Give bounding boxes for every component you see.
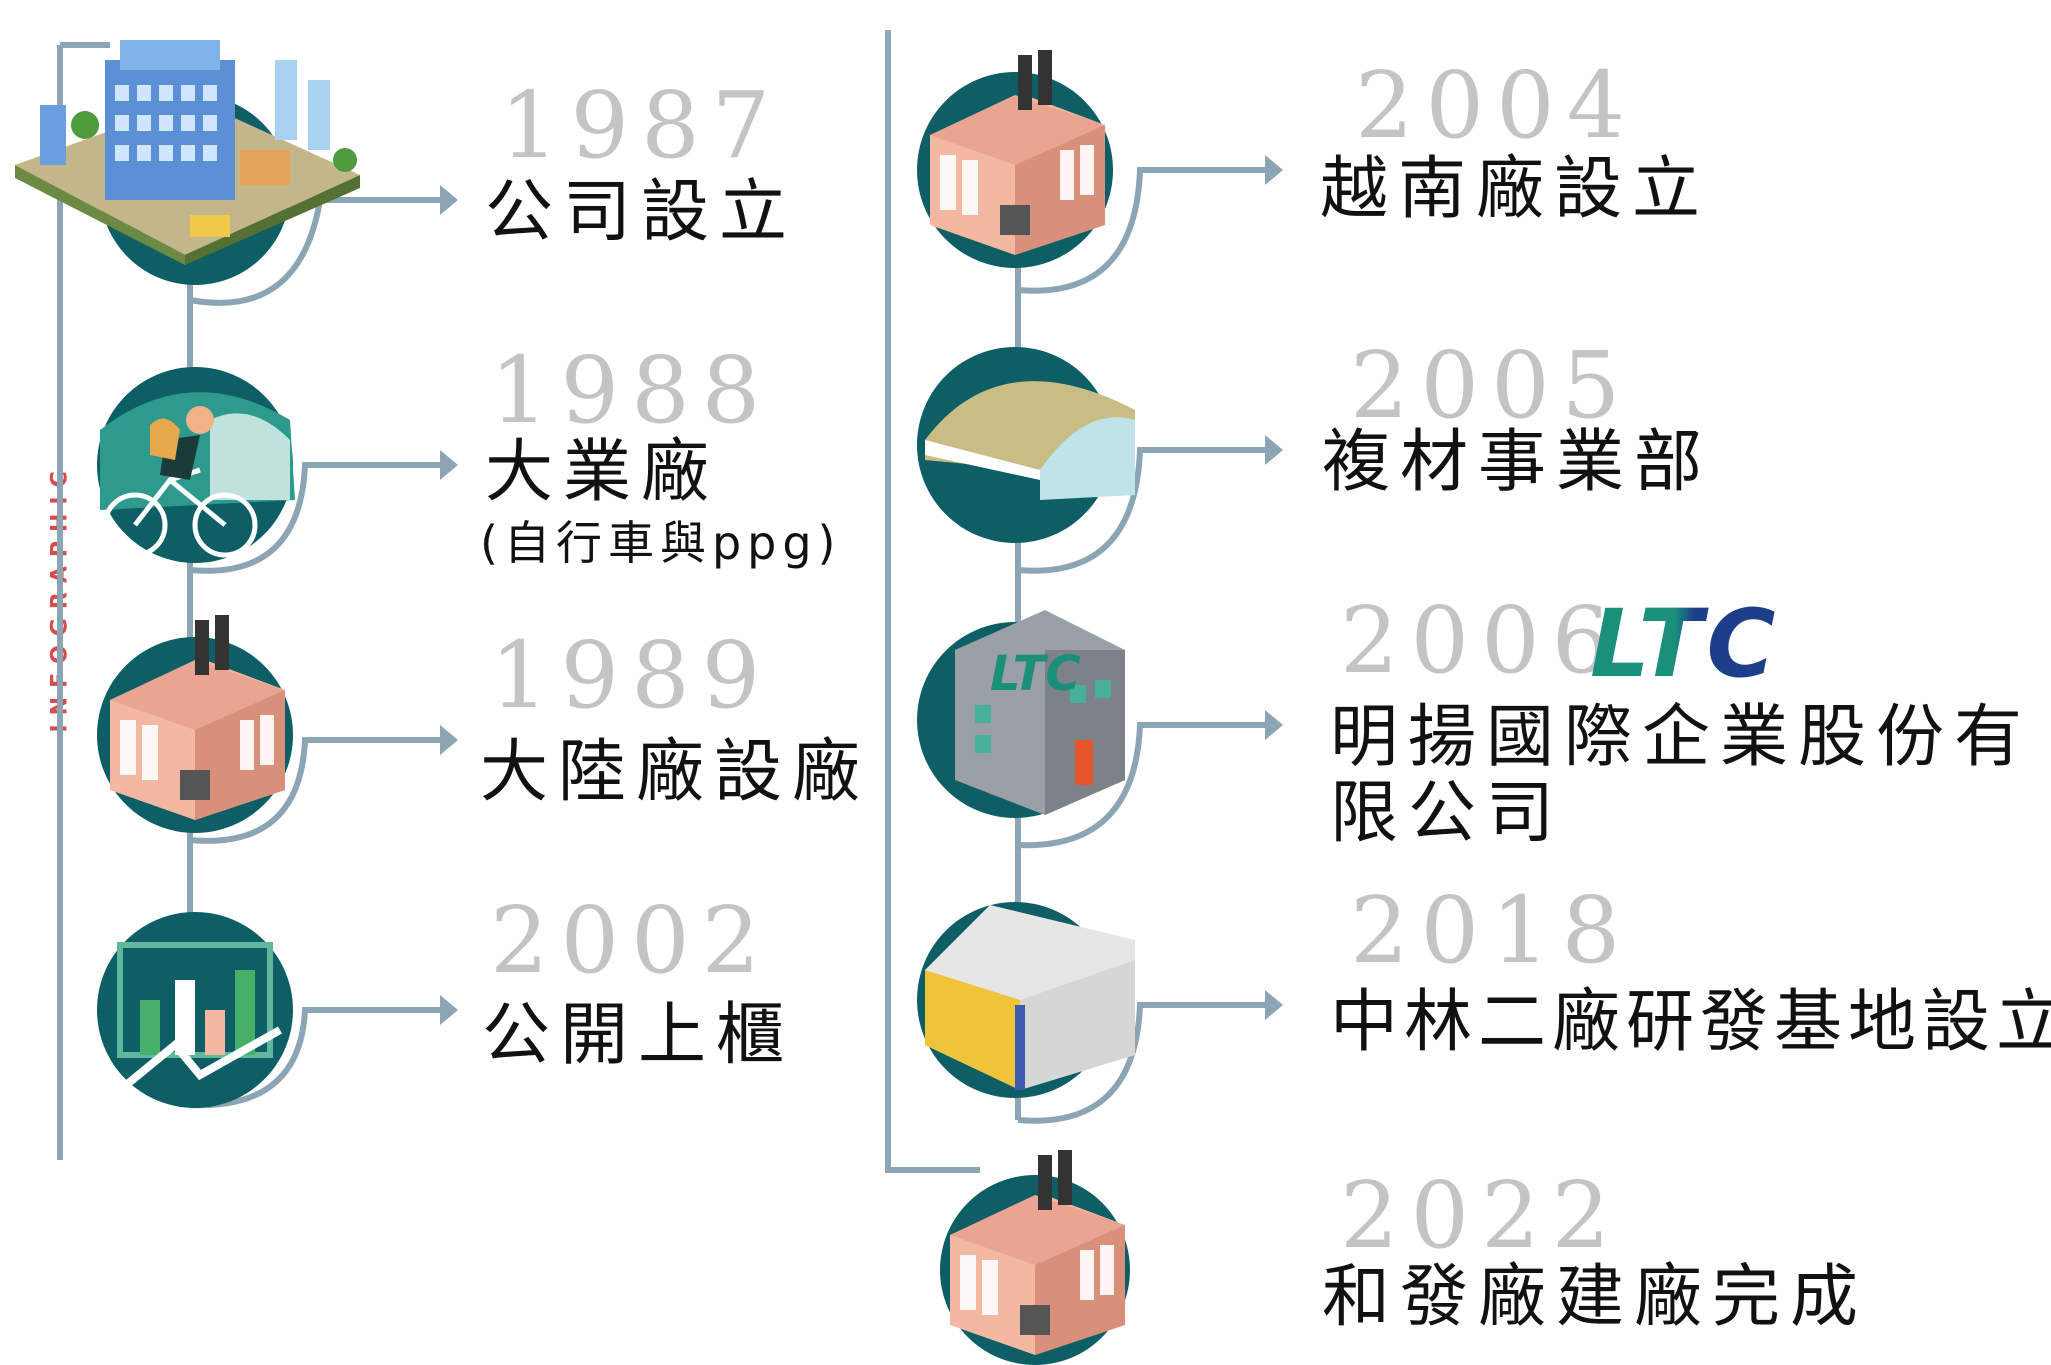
milestone-title: 公開上櫃 [482, 996, 795, 1075]
milestone-title: 越南廠設立 [1320, 150, 1711, 229]
milestone-title: 和發廠建廠完成 [1322, 1258, 1869, 1337]
milestone-title: 複材事業部 [1322, 423, 1713, 502]
ltc-building-icon: LTC [955, 610, 1125, 815]
milestone-title: 大業廠 [485, 433, 720, 512]
hangar-icon [925, 905, 1135, 1090]
milestone-title-line2: 限公司 [1330, 774, 1565, 853]
year-label: 2018 [1350, 877, 1633, 984]
right-spine [885, 30, 980, 1173]
milestone-title: 大陸廠設廠 [480, 733, 871, 812]
cyclist-icon [100, 392, 295, 558]
growth-chart-icon [117, 942, 282, 1094]
milestone-title: 中林二廠研發基地設立 [1330, 983, 2051, 1062]
year-label: 2005 [1350, 332, 1633, 439]
year-label: 2006 [1340, 587, 1623, 694]
milestone-title: 明揚國際企業股份有 [1330, 698, 2033, 777]
factory-icon [930, 50, 1105, 255]
year-label: 2022 [1340, 1162, 1623, 1269]
factory-icon [110, 615, 285, 820]
warehouse-icon [925, 381, 1135, 500]
milestone-title: 公司設立 [485, 173, 798, 252]
ltc-logo-text: LTC [1590, 590, 1780, 699]
year-label: 1987 [500, 72, 783, 179]
ltc-logo: LTC [1590, 598, 1779, 692]
milestone-subtitle: (自行車與ppg) [480, 516, 842, 570]
year-label: 1989 [490, 622, 773, 729]
year-label: 2004 [1355, 52, 1638, 159]
year-label: 2002 [490, 887, 773, 994]
svg-text:LTC: LTC [990, 646, 1081, 702]
factory-icon [950, 1150, 1125, 1355]
company-campus-icon [15, 40, 360, 265]
year-label: 1988 [490, 337, 773, 444]
